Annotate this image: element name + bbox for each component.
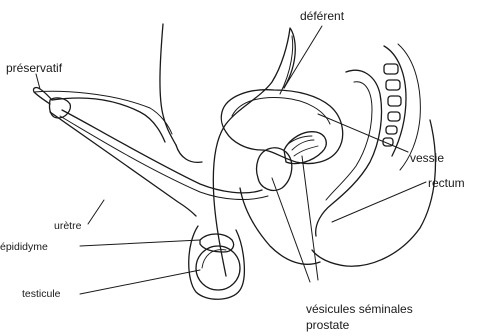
leader-deferent [284, 26, 322, 88]
bladder-inner [232, 98, 330, 124]
leader-lines [36, 26, 426, 294]
abdominal-wall [160, 24, 176, 145]
leader-prostate [272, 178, 310, 282]
sacrum-outline [384, 46, 406, 156]
pubic-outline [176, 145, 202, 162]
leader-testicule [80, 270, 200, 294]
vertebra-1 [384, 64, 398, 74]
vertebra-5 [386, 126, 397, 134]
rectum-inner [326, 82, 372, 200]
label-vessie: vessie [410, 152, 444, 164]
label-uretre: urètre [54, 221, 81, 232]
buttock-outline [346, 120, 435, 266]
label-prostate: prostate [306, 319, 349, 331]
glans-outline [49, 98, 70, 118]
urethra-path-2 [60, 116, 268, 199]
label-deferent: déférent [300, 10, 344, 22]
leader-epididyme [80, 240, 200, 246]
label-rectum: rectum [428, 177, 465, 189]
label-vesicules: vésicules séminales [306, 303, 413, 315]
vertebra-2 [386, 80, 400, 90]
label-epididyme: épididyme [0, 242, 48, 253]
label-testicule: testicule [22, 289, 61, 300]
bladder [221, 90, 342, 164]
vas-deferens [213, 28, 295, 276]
leader-uretre [88, 200, 104, 224]
leader-vesicules [302, 156, 318, 280]
urethra-path [62, 110, 262, 193]
leader-rectum [332, 182, 426, 222]
testicle [196, 246, 240, 290]
leader-preservatif [36, 74, 40, 89]
rectum-outer [316, 70, 382, 236]
leader-vessie [318, 114, 408, 152]
label-preservatif: préservatif [6, 62, 62, 74]
vertebra-4 [388, 112, 400, 121]
penis-lower-outline [50, 112, 196, 216]
vertebra-3 [388, 96, 401, 106]
